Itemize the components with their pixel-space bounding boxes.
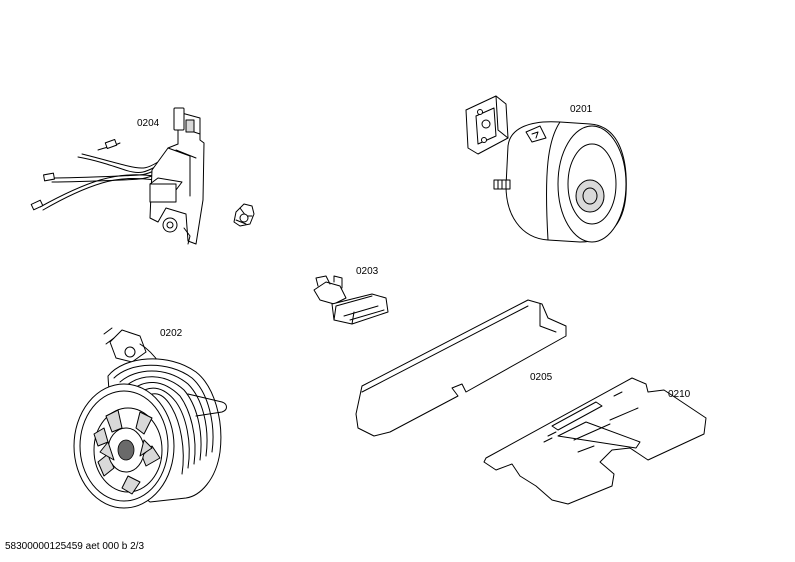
part-label-0201: 0201 xyxy=(570,104,593,115)
part-0204-wiring-harness xyxy=(30,107,205,245)
drawing-reference-footer: 58300000125459 aet 000 b 2/3 xyxy=(5,541,145,552)
part-label-0202: 0202 xyxy=(160,328,183,339)
part-0205-base-plate xyxy=(355,299,567,437)
part-label-0205: 0205 xyxy=(530,372,553,383)
part-label-0203: 0203 xyxy=(356,266,379,277)
small-clip-part xyxy=(233,203,255,227)
part-label-0204: 0204 xyxy=(137,118,160,129)
part-0210-base-plate xyxy=(483,377,707,505)
part-0201-motor xyxy=(465,95,627,243)
part-0202-cable-reel xyxy=(73,327,227,509)
part-0203-switch-slider xyxy=(313,275,389,325)
part-label-0210: 0210 xyxy=(668,389,691,400)
